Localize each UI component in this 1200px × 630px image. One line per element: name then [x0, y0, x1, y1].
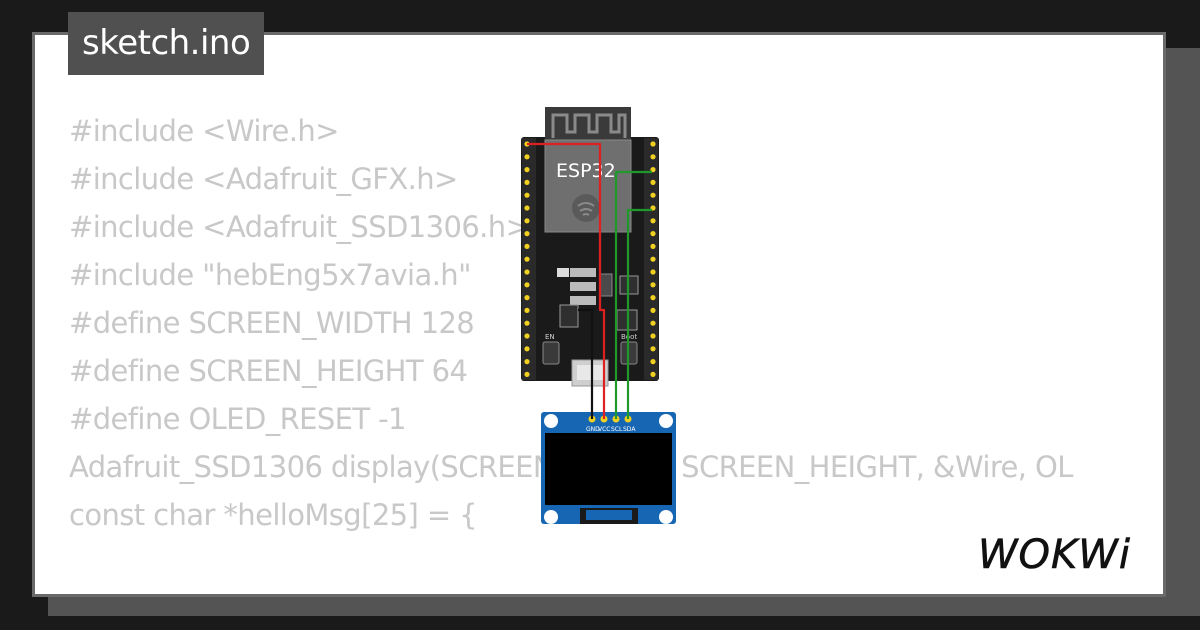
header-pin[interactable]: [524, 346, 530, 352]
sda-wire: [626, 208, 652, 419]
smd-component: [570, 296, 596, 305]
en-button[interactable]: [542, 341, 560, 365]
header-pin[interactable]: [524, 333, 530, 339]
header-pin[interactable]: [524, 256, 530, 262]
mount-hole: [659, 414, 673, 428]
pin-label-sda: SDA: [623, 426, 636, 433]
mount-hole: [659, 510, 673, 524]
header-pin[interactable]: [524, 218, 530, 224]
header-pin[interactable]: [650, 269, 656, 275]
header-pin[interactable]: [524, 243, 530, 249]
wires: [527, 142, 652, 419]
esp32-label: ESP32: [556, 160, 616, 182]
smd-component: [557, 268, 569, 277]
espressif-logo-icon: [572, 194, 600, 222]
esp32-board[interactable]: ESP32 EN Boot: [521, 107, 659, 387]
header-pin[interactable]: [650, 179, 656, 185]
header-pin[interactable]: [650, 192, 656, 198]
right-pins: [650, 141, 656, 377]
header-pin[interactable]: [524, 154, 530, 160]
header-pin[interactable]: [650, 295, 656, 301]
smd-component: [599, 273, 613, 297]
header-pin[interactable]: [650, 371, 656, 377]
header-pin[interactable]: [650, 243, 656, 249]
code-line: #include <Wire.h>: [69, 114, 339, 148]
header-pin[interactable]: [650, 154, 656, 160]
code-line: #include "hebEng5x7avia.h": [69, 258, 471, 292]
header-pin[interactable]: [524, 307, 530, 313]
file-tab[interactable]: sketch.ino: [68, 12, 265, 75]
header-pin[interactable]: [650, 256, 656, 262]
pin-label-vcc: VCC: [598, 426, 610, 433]
oled-screen: [545, 433, 672, 505]
antenna-trace: [551, 113, 627, 138]
ribbon-inner: [586, 510, 632, 520]
header-pin[interactable]: [524, 282, 530, 288]
en-label: EN: [545, 333, 555, 341]
vcc-wire: [527, 142, 606, 419]
gnd-wire: [578, 308, 594, 419]
usb-port: [577, 365, 603, 380]
wokwi-logo[interactable]: WOKWi: [972, 524, 1152, 580]
oled-display[interactable]: GND VCC SCL SDA: [541, 412, 676, 524]
header-pin[interactable]: [650, 333, 656, 339]
header-pin[interactable]: [524, 320, 530, 326]
header-pin[interactable]: [650, 359, 656, 365]
mount-hole: [544, 510, 558, 524]
header-pin[interactable]: [524, 295, 530, 301]
scl-wire: [614, 170, 652, 419]
header-pin[interactable]: [524, 192, 530, 198]
header-pin[interactable]: [524, 269, 530, 275]
code-line: #include <Adafruit_SSD1306.h>: [69, 210, 530, 244]
header-pin[interactable]: [524, 205, 530, 211]
usb-chip: [559, 304, 579, 328]
header-pin[interactable]: [650, 231, 656, 237]
header-pin[interactable]: [524, 359, 530, 365]
code-line: #define SCREEN_HEIGHT 64: [69, 354, 468, 388]
header-pin[interactable]: [650, 218, 656, 224]
mount-hole: [544, 414, 558, 428]
header-pin[interactable]: [650, 282, 656, 288]
smd-component: [570, 282, 596, 291]
header-pin[interactable]: [524, 179, 530, 185]
header-pin[interactable]: [650, 141, 656, 147]
header-pin[interactable]: [524, 167, 530, 173]
code-line: #define OLED_RESET -1: [69, 402, 406, 436]
pin-label-gnd: GND: [586, 426, 600, 433]
code-line: const char *helloMsg[25] = {: [69, 498, 478, 532]
code-line: #define SCREEN_WIDTH 128: [69, 306, 475, 340]
header-pin[interactable]: [650, 346, 656, 352]
pin-label-scl: SCL: [611, 426, 623, 433]
code-editor: #include <Wire.h> #include <Adafruit_GFX.…: [69, 107, 1073, 539]
boot-label: Boot: [621, 333, 637, 341]
header-pin[interactable]: [650, 320, 656, 326]
left-pins: [524, 141, 530, 377]
code-line: #include <Adafruit_GFX.h>: [69, 162, 458, 196]
header-pin[interactable]: [650, 307, 656, 313]
header-pin[interactable]: [524, 231, 530, 237]
smd-component: [570, 268, 596, 277]
header-pin[interactable]: [524, 371, 530, 377]
wokwi-logo-text: WOKWi: [978, 532, 1131, 578]
